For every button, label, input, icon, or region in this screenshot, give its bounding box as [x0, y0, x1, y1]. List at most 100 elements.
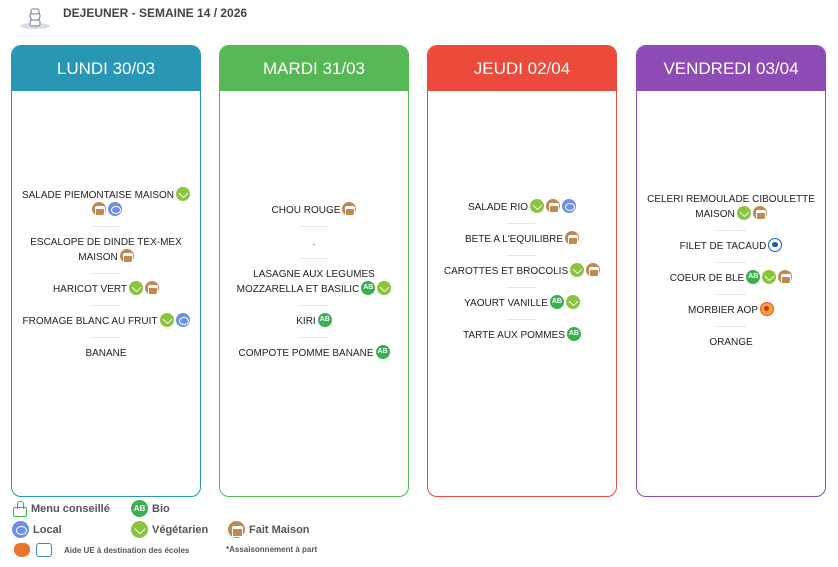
aop-icon [760, 302, 774, 317]
menu-item: KIRI [290, 313, 337, 329]
item-separator [91, 226, 121, 227]
vegetarien-icon [377, 281, 392, 296]
menu-item: BETE A L'EQUILIBRE [459, 231, 585, 247]
day-header: JEUDI 02/04 [428, 46, 616, 91]
menu-item: . [307, 235, 322, 250]
school-milk-icon [36, 543, 52, 557]
menu-item: SALADE PIEMONTAISE MAISON [12, 187, 200, 218]
item-separator [299, 226, 329, 227]
day-header: MARDI 31/03 [220, 46, 408, 91]
fait-maison-icon [778, 270, 793, 285]
bio-icon [549, 295, 564, 310]
legend-vegetarien: Végétarien [131, 521, 208, 538]
fait-maison-icon [752, 206, 767, 221]
menu-item-label: BANANE [85, 348, 127, 359]
fait-maison-icon [342, 202, 357, 217]
menu-item-label: TARTE AUX POMMES [463, 330, 565, 341]
bio-icon [375, 345, 390, 360]
bio-icon [746, 270, 761, 285]
fruit-basket-icon [14, 543, 30, 557]
vegetarien-icon [176, 187, 191, 202]
item-separator [91, 337, 121, 338]
vegetarien-icon [159, 313, 174, 328]
menu-list: SALADE RIO BETE A L'EQUILIBRE CAROTTES ET … [428, 199, 616, 343]
legend-assaisonnement: *Assaisonnement à part [226, 545, 317, 554]
day-card-lundi: LUNDI 30/03 SALADE PIEMONTAISE MAISON ESC… [11, 45, 201, 497]
menu-item-label: YAOURT VANILLE [464, 298, 548, 309]
bio-icon [317, 313, 332, 328]
item-separator [507, 287, 537, 288]
page-header: DEJEUNER - SEMAINE 14 / 2026 [18, 6, 253, 30]
menu-item-label: FROMAGE BLANC AU FRUIT [22, 316, 158, 327]
fait-maison-icon [92, 202, 106, 217]
menu-item-label: ORANGE [709, 337, 753, 348]
menu-item-label: CAROTTES ET BROCOLIS [443, 266, 569, 277]
page-title: DEJEUNER - SEMAINE 14 / 2026 [63, 6, 248, 20]
legend-label: Local [33, 523, 62, 536]
fait-maison-icon [546, 199, 561, 214]
menu-item-label: ESCALOPE DE DINDE TEX-MEX MAISON [30, 237, 182, 263]
vegetarien-icon [736, 206, 751, 221]
legend-menu-conseille: Menu conseillé [12, 501, 110, 517]
vegetarien-icon [762, 270, 777, 285]
legend-fait-maison: Fait Maison [228, 521, 310, 538]
vegetarien-icon [129, 281, 144, 296]
legend-label: Fait Maison [249, 523, 310, 536]
item-separator [716, 262, 746, 263]
bio-icon [361, 281, 376, 296]
menu-item-label: COEUR DE BLE [669, 273, 745, 284]
legend-label: Menu conseillé [31, 502, 110, 515]
menu-item-label: . [312, 237, 316, 248]
fait-maison-icon [228, 521, 245, 538]
menu-item: CELERI REMOULADE CIBOULETTE MAISON [637, 192, 825, 222]
menu-item-label: MORBIER AOP [687, 305, 758, 316]
item-separator [299, 258, 329, 259]
menu-item: BANANE [79, 346, 132, 361]
fait-maison-icon [145, 281, 160, 296]
legend-label: Aide UE à destination des écoles [64, 545, 190, 555]
day-card-vendredi: VENDREDI 03/04 CELERI REMOULADE CIBOULET… [636, 45, 826, 497]
day-header: VENDREDI 03/04 [637, 46, 825, 91]
menu-item-label: FILET DE TACAUD [679, 241, 767, 252]
legend-local: Local [12, 521, 62, 538]
vegetarien-icon [570, 263, 585, 278]
chef-logo-icon [18, 6, 52, 30]
menu-item-label: SALADE PIEMONTAISE MAISON [21, 190, 175, 201]
day-header: LUNDI 30/03 [12, 46, 200, 91]
menu-list: CELERI REMOULADE CIBOULETTE MAISON FILET … [637, 192, 825, 350]
item-separator [91, 273, 121, 274]
menu-item: LASAGNE AUX LEGUMES MOZZARELLA ET BASILI… [220, 267, 408, 297]
vegetarien-icon [530, 199, 545, 214]
item-separator [716, 294, 746, 295]
menu-item: ESCALOPE DE DINDE TEX-MEX MAISON [12, 235, 200, 265]
fait-maison-icon [565, 231, 580, 246]
menu-item: HARICOT VERT [47, 281, 165, 297]
msc-icon [768, 238, 783, 253]
fait-maison-icon [586, 263, 601, 278]
menu-item: ORANGE [703, 335, 758, 350]
item-separator [507, 319, 537, 320]
item-separator [716, 230, 746, 231]
menu-item: CHOU ROUGE [266, 202, 363, 218]
item-separator [507, 223, 537, 224]
item-separator [299, 337, 329, 338]
legend-bio: Bio [131, 500, 170, 517]
menu-item-label: SALADE RIO [467, 202, 529, 213]
legend-aide-ue: Aide UE à destination des écoles [14, 543, 189, 557]
day-card-mardi: MARDI 31/03 CHOU ROUGE. LASAGNE AUX LEGUM… [219, 45, 409, 497]
menu-item: COMPOTE POMME BANANE [232, 345, 395, 361]
local-icon [12, 521, 29, 538]
vegetarien-icon [565, 295, 580, 310]
fait-maison-icon [119, 249, 134, 264]
item-separator [507, 255, 537, 256]
day-card-jeudi: JEUDI 02/04 SALADE RIO BETE A L'EQUILIBRE… [427, 45, 617, 497]
bio-icon [131, 500, 148, 517]
menu-item: CAROTTES ET BROCOLIS [438, 263, 606, 279]
vegetarien-icon [131, 521, 148, 538]
menu-item: FROMAGE BLANC AU FRUIT [16, 313, 195, 329]
item-separator [91, 305, 121, 306]
menu-item: FILET DE TACAUD [674, 238, 789, 254]
menu-item: COEUR DE BLE [664, 270, 798, 286]
menu-item: SALADE RIO [462, 199, 582, 215]
menu-item-label: COMPOTE POMME BANANE [238, 348, 374, 359]
